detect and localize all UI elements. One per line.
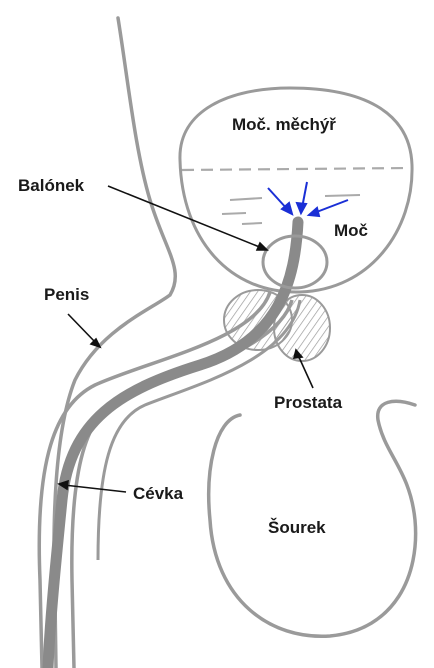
bladder-label: Moč. měchýř (232, 116, 336, 133)
catheter-label: Cévka (133, 485, 183, 502)
urine-wave-1 (230, 195, 360, 200)
urine-wave-2 (222, 213, 262, 224)
balloon-label: Balónek (18, 177, 84, 194)
urine-level-line (182, 168, 410, 170)
urine-flow-arrows (268, 182, 348, 216)
urine-label: Moč (334, 222, 368, 239)
scrotum-label: Šourek (268, 519, 326, 536)
penis-label: Penis (44, 286, 89, 303)
prostate-label: Prostata (274, 394, 342, 411)
